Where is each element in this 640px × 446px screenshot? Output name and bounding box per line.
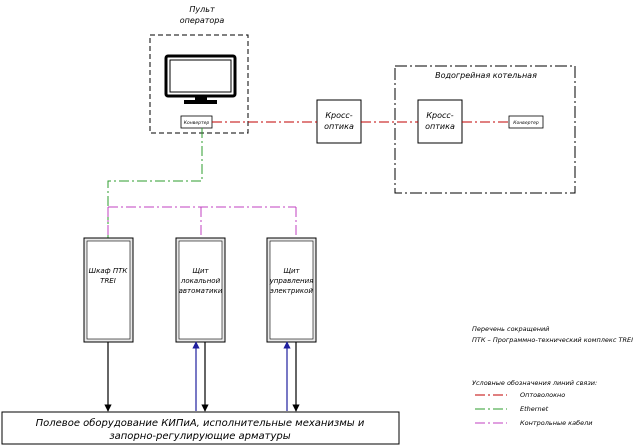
cross-optics-left-line2: оптика [324,122,354,131]
legend-item-ethernet: Ethernet [475,405,549,413]
cabinet-electrical-control: Щит управления электрикой [266,237,317,343]
boiler-converter-box [508,115,544,129]
operator-title-line1: Пульт [189,5,215,14]
cross-optics-right-line1: Кросс- [426,111,453,120]
monitor-icon [164,54,237,104]
cross-optics-right-box [417,99,463,144]
field-equipment-box [1,411,400,445]
cabinet-ptk-line2: TREI [100,277,116,285]
abbreviations-title: Перечень сокращений [472,325,549,333]
cross-optics-left-line1: Кросс- [325,111,352,120]
cabinet-local-line1: Щит [192,267,209,275]
field-equipment-line2: запорно-регулирующие арматуры [109,431,290,442]
legend-item-control: Контрольные кабели [475,419,592,427]
operator-title-line2: оператора [180,16,225,25]
cabinet-local-line2: локальной [180,277,221,285]
legend-label-control: Контрольные кабели [520,419,592,427]
cabinet-electrical-line1: Щит [283,267,300,275]
legend-label-fiber: Оптоволокно [520,391,565,399]
cabinet-electrical-line2: управления [269,277,314,285]
cabinet-ptk-line1: Шкаф ПТК [89,267,129,275]
legend-label-ethernet: Ethernet [520,405,549,413]
boiler-house-title: Водогрейная котельная [435,71,537,80]
cabinet-local-automation: Щит локальной автоматики [175,237,226,343]
signal-arrows [104,341,300,412]
cabinet-electrical-line3: электрикой [270,287,313,295]
cross-optics-right-line2: оптика [425,122,455,131]
cabinet-ptk-trei: Шкаф ПТК TREI [83,237,134,343]
legend-title: Условные обозначения линий связи: [472,379,597,387]
ethernet-link [107,128,203,238]
boiler-converter-label: Конвертер [513,120,539,126]
operator-station-frame [149,34,249,134]
operator-converter-label: Конвертер [184,120,210,126]
cabinet-local-line3: автоматики [179,287,223,295]
abbreviation-item: ПТК – Программно-технический комплекс TR… [472,336,633,344]
boiler-house-frame [394,65,576,194]
control-cable-links [107,206,297,238]
field-equipment-line1: Полевое оборудование КИПиА, исполнительн… [36,417,365,429]
legend-item-fiber: Оптоволокно [475,391,565,399]
